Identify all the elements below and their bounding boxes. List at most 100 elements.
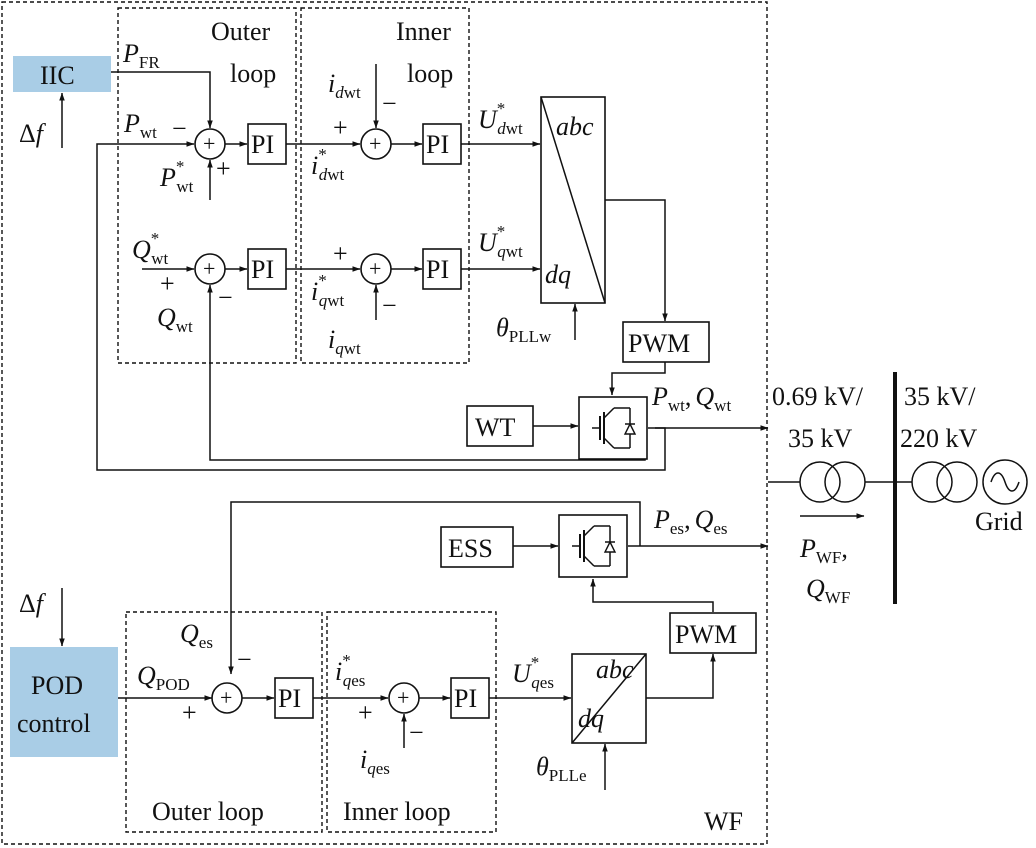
wt-output-label: Pwt,Qwt (651, 382, 731, 415)
pwm-top-to-converter-line (609, 362, 666, 396)
inner-loop-bottom-label: Inner loop (343, 797, 451, 826)
outer-loop-bottom-label: Outer loop (152, 797, 264, 826)
t1-rating-line1: 0.69 kV/ (772, 382, 864, 411)
pwm-top-label: PWM (628, 329, 690, 358)
id-meas-minus: − (382, 89, 397, 118)
sum-iq-es-inner-sign: + (397, 685, 409, 710)
id-ref-plus: + (333, 113, 348, 142)
qes-minus: − (237, 645, 252, 674)
iq-ref-plus: + (333, 239, 348, 268)
pi-id-inner-label: PI (426, 130, 449, 159)
pwt-minus: − (172, 114, 187, 143)
grid-source-icon (982, 459, 1028, 505)
grid-label: Grid (975, 507, 1023, 536)
grid-sine-icon (990, 472, 1020, 492)
pi-q-outer-label: PI (251, 255, 274, 284)
sum-q-es-outer-sign: + (220, 685, 232, 710)
pi-p-outer (247, 123, 287, 165)
pi-iq-es-inner-label: PI (454, 684, 477, 713)
pi-q-es-outer-label: PI (278, 684, 301, 713)
pfr-label: PFR (122, 39, 160, 72)
pod-label-line2: control (17, 709, 91, 738)
inner-loop-top-label-2: loop (407, 59, 453, 88)
pwf-label: PWF, (799, 534, 848, 567)
qwt-meas-label: Qwt (157, 303, 193, 336)
abc-dq-bottom-diagonal (571, 653, 647, 744)
iqes-meas-minus: − (409, 718, 424, 747)
delta-f-top-label: Δf (19, 119, 47, 148)
inner-loop-bottom-box (326, 611, 497, 833)
iqes-ref-label: i*qes (335, 651, 365, 690)
ess-block (440, 526, 514, 568)
dq-to-pwm-top-line (605, 199, 668, 322)
qwt-ref-label: Q*wt (132, 229, 169, 268)
id-meas-label: idwt (328, 69, 361, 102)
iqes-ref-plus: + (358, 698, 373, 727)
pwt-ref-plus: + (216, 154, 231, 183)
pwm-bottom-to-converter-line (590, 578, 714, 612)
pi-iq-inner-label: PI (426, 255, 449, 284)
iq-meas-minus: − (382, 291, 397, 320)
qwt-meas-minus: − (218, 283, 233, 312)
iic-block (13, 56, 111, 92)
outer-loop-bottom-box (125, 611, 323, 833)
transformer-1-coil-a (799, 461, 841, 503)
pwm-top-block (622, 321, 710, 363)
wt-label: WT (475, 413, 516, 442)
wt-converter-igbt (578, 396, 648, 460)
id-ref-label: i*dwt (311, 145, 345, 184)
qwf-label: QWF (806, 574, 850, 607)
qpod-plus: + (182, 698, 197, 727)
t2-rating-line2: 220 kV (900, 424, 978, 453)
pod-label-line1: POD (31, 671, 83, 700)
pwt-ref-label: P*wt (159, 157, 194, 196)
uqwt-label: U*qwt (478, 222, 523, 261)
abc-dq-top-diagonal (540, 96, 606, 304)
qes-label: Qes (180, 619, 213, 652)
sum-q-outer-sign: + (203, 256, 215, 281)
pi-q-es-outer (274, 677, 314, 719)
qwt-ref-plus: + (160, 269, 175, 298)
transformer-2-coil-a (911, 461, 953, 503)
wf-boundary (1, 1, 768, 845)
dq-top-label: dq (545, 260, 571, 289)
sum-p-outer-sign: + (203, 131, 215, 156)
iq-ref-label: i*qwt (311, 271, 345, 310)
udwt-label: U*dwt (478, 99, 523, 138)
transformer-1-coil-b (824, 461, 866, 503)
qpod-label: QPOD (137, 661, 190, 694)
pi-p-outer-label: PI (251, 130, 274, 159)
theta-plle-label: θPLLe (536, 752, 587, 785)
uqes-label: U*qes (512, 653, 554, 692)
pod-control-block (10, 647, 118, 757)
sum-iq-inner-sign: + (369, 256, 381, 281)
iic-label: IIC (40, 61, 75, 90)
t1-rating-line2: 35 kV (788, 424, 853, 453)
pwm-bottom-block (669, 612, 757, 654)
iqes-meas-label: iqes (360, 745, 390, 778)
transformer-2-coil-b (936, 461, 978, 503)
pwm-bottom-label: PWM (675, 620, 737, 649)
iq-meas-label: iqwt (328, 325, 361, 358)
t2-rating-line1: 35 kV/ (904, 382, 976, 411)
ess-converter-igbt (558, 514, 628, 578)
outer-loop-top-label-2: loop (230, 59, 276, 88)
wf-label: WF (704, 807, 743, 836)
pwt-label: Pwt (123, 109, 157, 142)
outer-loop-top-label-1: Outer (211, 17, 271, 46)
pi-iq-es-inner (450, 677, 490, 719)
dq-bottom-label: dq (578, 704, 604, 733)
theta-pllw-label: θPLLw (496, 313, 552, 346)
qes-feedback-line (228, 501, 641, 675)
ess-label: ESS (448, 534, 493, 563)
pfr-line (111, 71, 213, 129)
abc-bottom-label: abc (596, 655, 634, 684)
abc-top-label: abc (556, 112, 594, 141)
sum-id-inner-sign: + (369, 131, 381, 156)
inner-loop-top-label-1: Inner (396, 17, 451, 46)
dq-to-pwm-bottom-line (646, 653, 716, 699)
pi-id-inner (422, 123, 462, 165)
inner-loop-top-box (300, 7, 470, 364)
ess-output-label: Pes,Qes (653, 505, 728, 538)
